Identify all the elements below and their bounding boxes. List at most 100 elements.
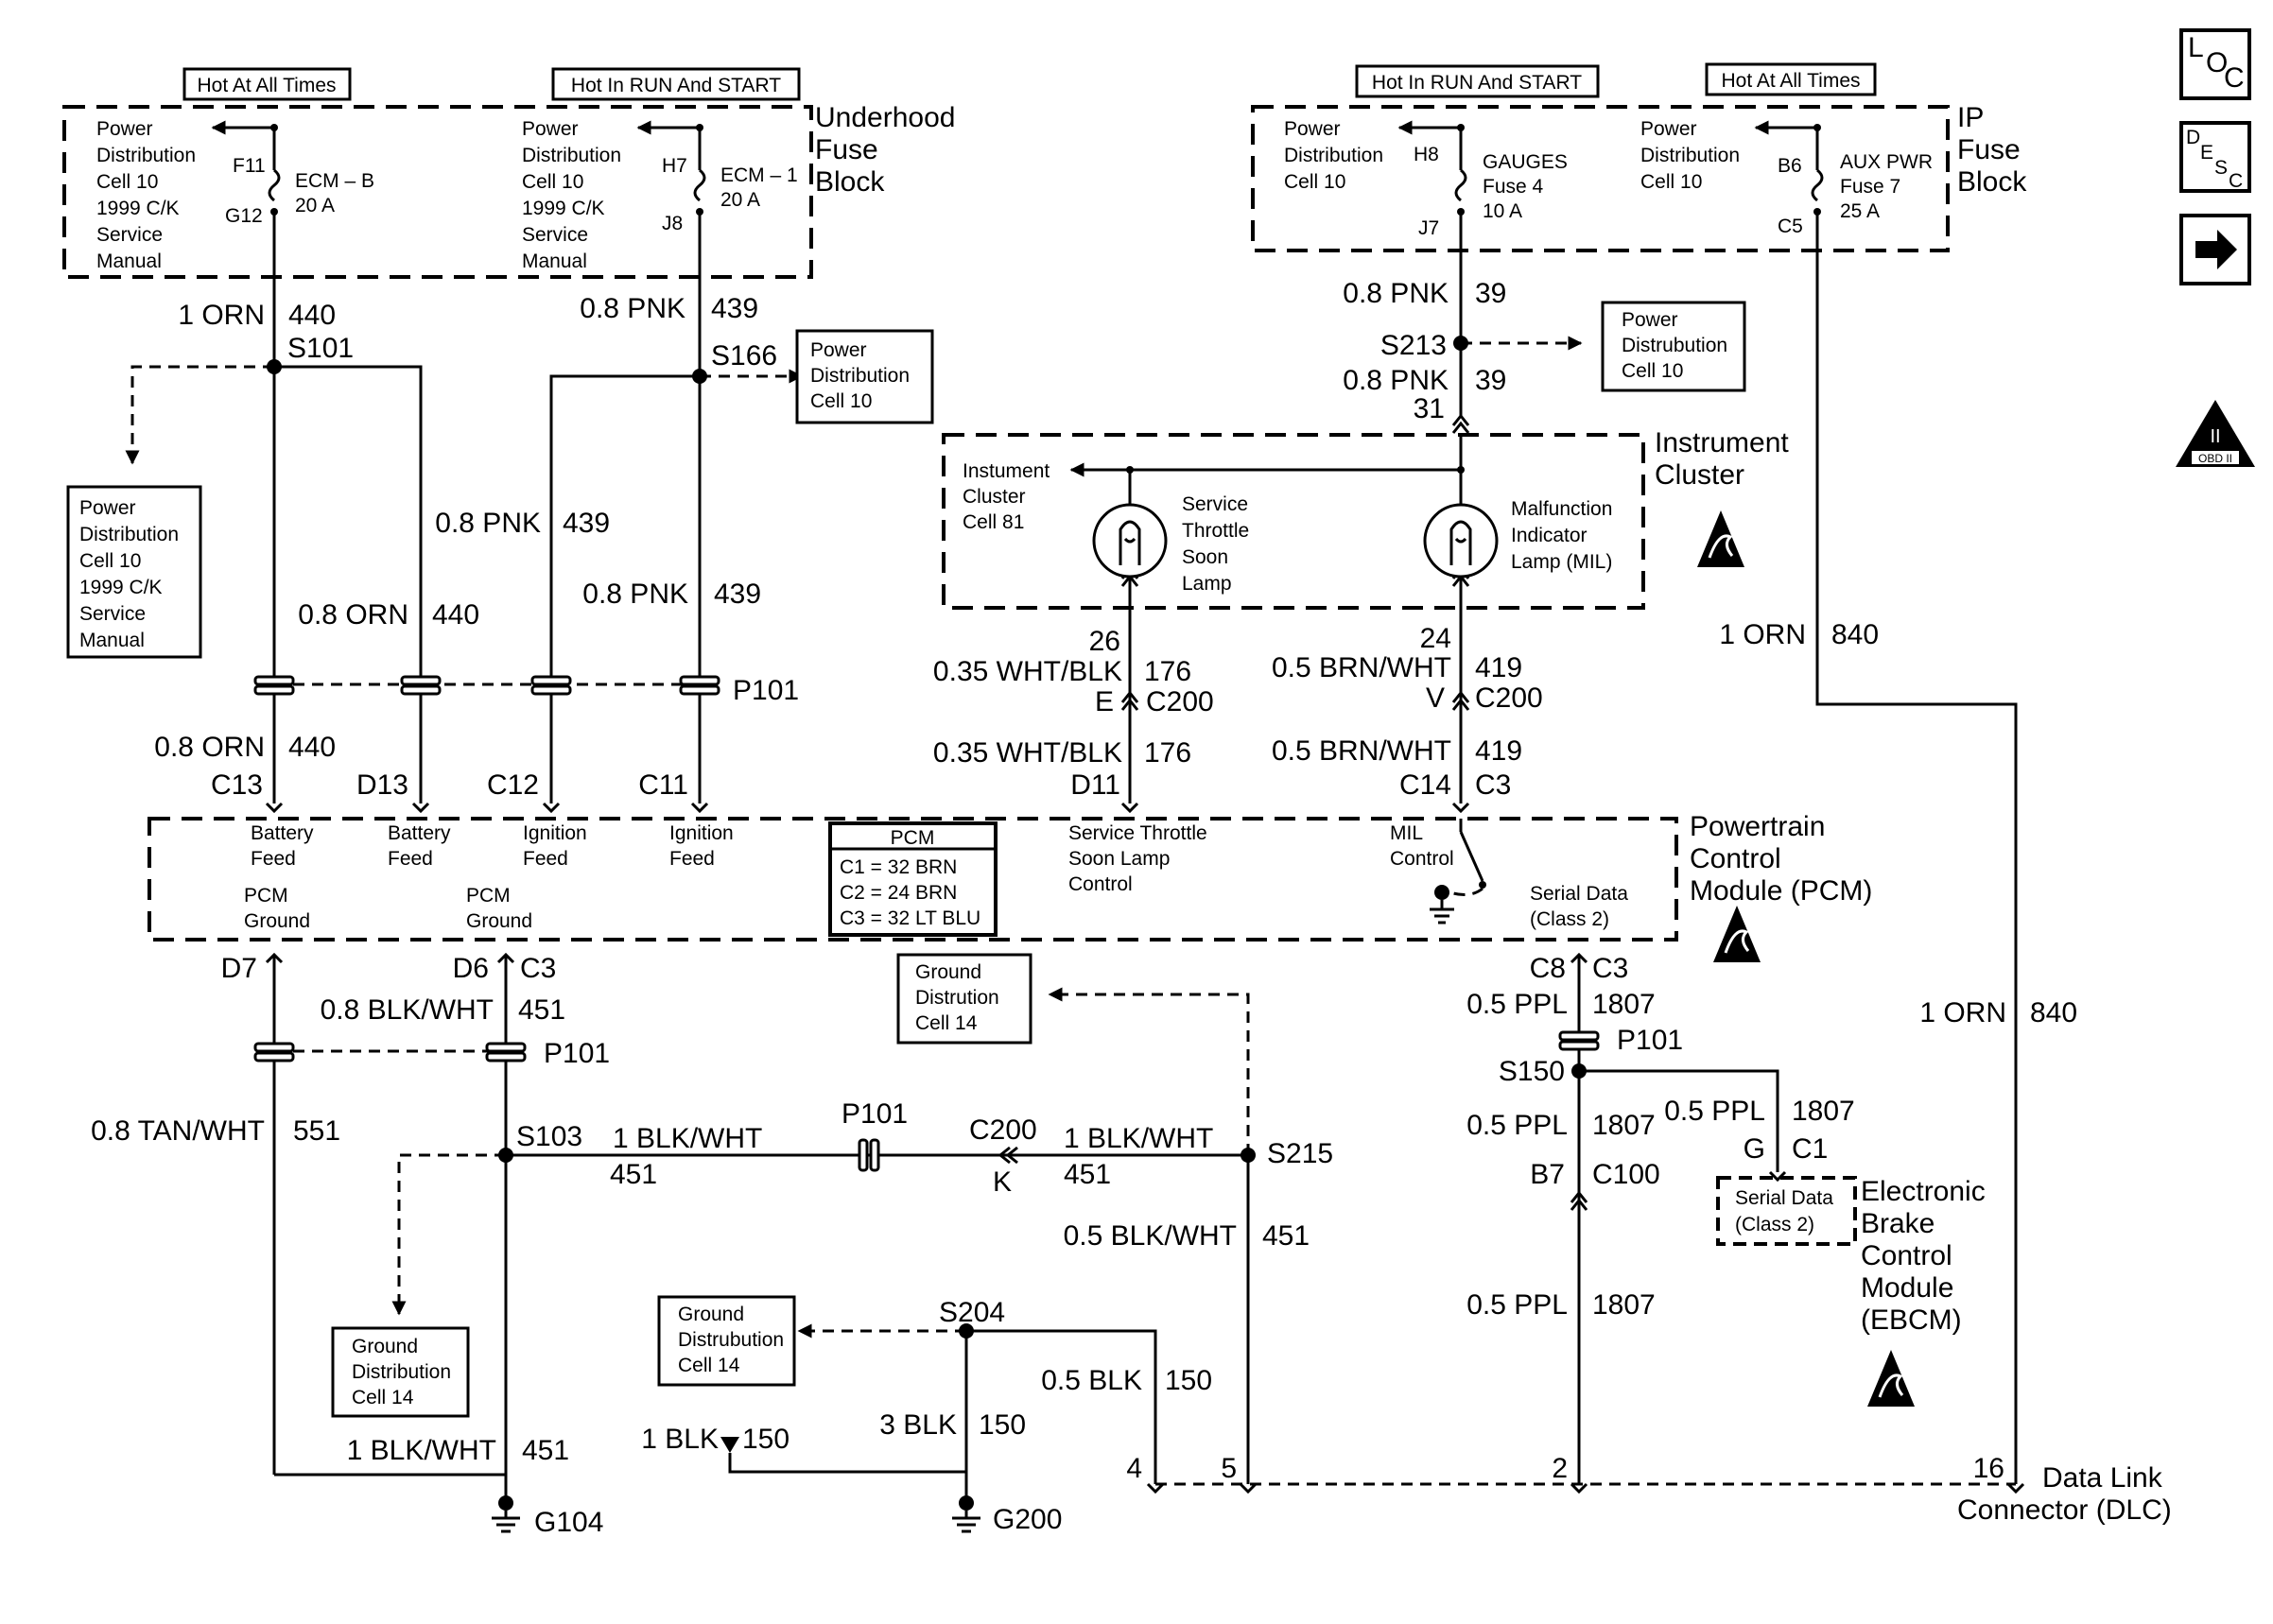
- p101-connectors: [253, 675, 1600, 1172]
- lamp-service-throttle-soon: [1092, 503, 1168, 579]
- svg-text:Cell 10: Cell 10: [1622, 360, 1683, 382]
- svg-text:Service: Service: [522, 224, 588, 246]
- wire-labels: 1 ORN 440 0.8 PNK 439 0.8 PNK 439 0.8 OR…: [91, 278, 2077, 1466]
- svg-text:F11: F11: [233, 155, 266, 177]
- svg-text:Indicator: Indicator: [1511, 525, 1588, 546]
- svg-text:Control: Control: [1390, 848, 1454, 870]
- svg-text:Fuse 4: Fuse 4: [1483, 176, 1544, 198]
- svg-text:Fuse 7: Fuse 7: [1840, 176, 1900, 198]
- svg-text:Feed: Feed: [388, 848, 433, 870]
- ip-title-2: Fuse: [1957, 134, 2021, 165]
- svg-text:Cell 10: Cell 10: [79, 550, 141, 572]
- svg-text:Throttle: Throttle: [1182, 520, 1249, 542]
- ip-title-1: IP: [1957, 102, 1984, 133]
- svg-text:0.8 TAN/WHT: 0.8 TAN/WHT: [91, 1115, 265, 1147]
- svg-text:176: 176: [1144, 737, 1191, 769]
- loc-button[interactable]: L O C: [2179, 28, 2251, 100]
- ip-title-3: Block: [1957, 166, 2027, 198]
- svg-text:(Class 2): (Class 2): [1735, 1214, 1814, 1235]
- next-page-button[interactable]: [2179, 214, 2251, 285]
- svg-text:1 ORN: 1 ORN: [1719, 619, 1806, 650]
- instrument-cluster-title-2: Cluster: [1655, 459, 1744, 491]
- svg-text:Malfunction: Malfunction: [1511, 498, 1612, 520]
- svg-text:Lamp (MIL): Lamp (MIL): [1511, 551, 1612, 573]
- underhood-fuse-block: Hot At All Times Hot In RUN And START Un…: [62, 67, 955, 279]
- svg-text:C1: C1: [1792, 1133, 1828, 1165]
- fuse-ecm-1: H7 J8 ECM – 1 20 A: [636, 120, 798, 234]
- svg-text:1 BLK: 1 BLK: [641, 1424, 719, 1455]
- svg-text:440: 440: [288, 732, 336, 763]
- svg-text:Ground: Ground: [678, 1304, 744, 1325]
- ref-box-pd-s101[interactable]: Power Distribution Cell 10 1999 C/K Serv…: [66, 485, 202, 659]
- svg-text:451: 451: [518, 994, 565, 1026]
- svg-text:1 BLK/WHT: 1 BLK/WHT: [613, 1123, 762, 1154]
- svg-text:PCM: PCM: [466, 885, 511, 907]
- fuse-gauges: H8 J7 GAUGES Fuse 4 10 A: [1397, 120, 1568, 239]
- svg-text:C14: C14: [1399, 769, 1451, 801]
- pcm-title-1: Powertrain: [1690, 811, 1825, 842]
- ebcm-title-1: Electronic: [1861, 1176, 1986, 1207]
- esd-warning-icon: [1867, 1350, 1915, 1407]
- svg-text:C200: C200: [969, 1114, 1037, 1146]
- ref-box-gd-s215[interactable]: Ground Distrution Cell 14: [896, 953, 1032, 1045]
- svg-text:Data Link: Data Link: [2042, 1462, 2163, 1494]
- svg-text:39: 39: [1475, 278, 1506, 309]
- underhood-title-2: Fuse: [815, 134, 878, 165]
- svg-text:K: K: [993, 1166, 1012, 1198]
- desc-button[interactable]: D E S C: [2179, 121, 2251, 193]
- svg-text:S: S: [2214, 157, 2228, 179]
- svg-text:Cell 14: Cell 14: [678, 1355, 740, 1376]
- ref-box-pd-s166[interactable]: Power Distribution Cell 10: [795, 329, 934, 424]
- svg-text:26: 26: [1089, 626, 1120, 657]
- ground-g104: G104: [492, 1495, 603, 1538]
- svg-text:II: II: [2210, 426, 2220, 447]
- splice-labels: S101 S166 S213 S103 S215 S150 S204: [287, 330, 1565, 1328]
- right-arrow-icon: [2195, 230, 2237, 269]
- ground-g200: G200: [952, 1495, 1062, 1535]
- ref-box-gd-s103[interactable]: Ground Distribution Cell 14: [331, 1326, 470, 1418]
- svg-text:J8: J8: [662, 213, 683, 234]
- svg-text:G200: G200: [993, 1504, 1062, 1535]
- svg-text:Cell 14: Cell 14: [915, 1012, 978, 1034]
- svg-text:Battery: Battery: [251, 822, 314, 844]
- svg-text:Manual: Manual: [96, 251, 162, 272]
- hot-at-all-times-label: Hot At All Times: [197, 75, 336, 96]
- ref-box-pd-s213[interactable]: Power Distrubution Cell 10: [1601, 301, 1746, 392]
- svg-text:419: 419: [1475, 735, 1522, 767]
- svg-text:Ground: Ground: [352, 1336, 418, 1357]
- ebcm-title-3: Control: [1861, 1240, 1952, 1271]
- svg-text:Power: Power: [522, 118, 579, 140]
- svg-text:C3: C3: [520, 953, 556, 984]
- svg-text:0.5 PPL: 0.5 PPL: [1664, 1096, 1765, 1127]
- svg-text:AUX PWR: AUX PWR: [1840, 151, 1933, 173]
- ip-fuse-block: Hot In RUN And START Hot At All Times IP…: [1251, 62, 2027, 252]
- svg-text:ECM – 1: ECM – 1: [720, 164, 798, 186]
- svg-text:439: 439: [563, 508, 610, 539]
- svg-text:150: 150: [979, 1409, 1026, 1441]
- svg-text:Ignition: Ignition: [523, 822, 587, 844]
- svg-text:C: C: [2224, 62, 2245, 94]
- svg-text:S204: S204: [939, 1297, 1005, 1328]
- ref-box-gd-s204[interactable]: Ground Distrubution Cell 14: [657, 1295, 796, 1387]
- svg-text:GAUGES: GAUGES: [1483, 151, 1568, 173]
- svg-text:D11: D11: [1070, 769, 1120, 801]
- svg-text:0.8 PNK: 0.8 PNK: [582, 579, 688, 610]
- svg-text:Power: Power: [79, 497, 136, 519]
- svg-text:Service: Service: [96, 224, 163, 246]
- svg-text:Power: Power: [96, 118, 153, 140]
- instrument-cluster-title-1: Instrument: [1655, 427, 1789, 458]
- svg-text:0.35 WHT/BLK: 0.35 WHT/BLK: [933, 737, 1122, 769]
- svg-text:Distribution: Distribution: [522, 145, 621, 166]
- svg-text:1999 C/K: 1999 C/K: [96, 198, 180, 219]
- svg-text:MIL: MIL: [1390, 822, 1423, 844]
- svg-text:0.35 WHT/BLK: 0.35 WHT/BLK: [933, 656, 1122, 687]
- svg-text:Instument: Instument: [963, 460, 1050, 482]
- svg-text:Ignition: Ignition: [669, 822, 734, 844]
- svg-text:G: G: [1744, 1133, 1765, 1165]
- svg-text:419: 419: [1475, 652, 1522, 683]
- svg-text:Cell 81: Cell 81: [963, 511, 1024, 533]
- svg-text:0.8 BLK/WHT: 0.8 BLK/WHT: [321, 994, 494, 1026]
- svg-text:Power: Power: [1284, 118, 1341, 140]
- ip-pd-left: Power Distribution Cell 10: [1284, 118, 1383, 193]
- svg-text:Battery: Battery: [388, 822, 451, 844]
